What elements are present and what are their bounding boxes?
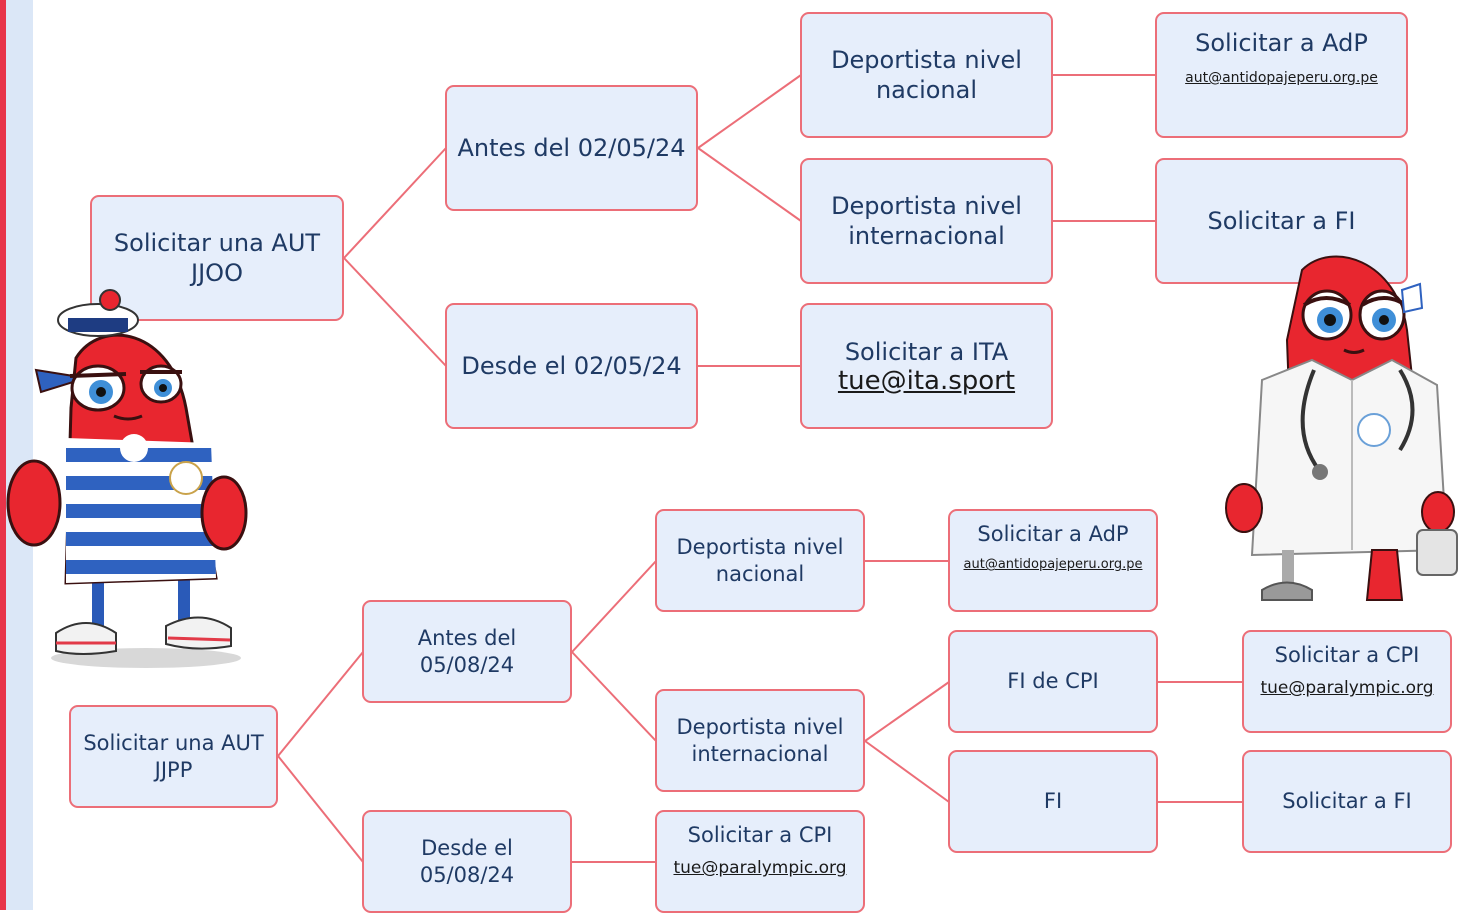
node-label: Solicitar a FI [1207,207,1356,235]
node-solicitar-adp: Solicitar a AdP aut@antidopajeperu.org.p… [948,509,1158,612]
node-solicitar-ita: Solicitar a ITA tue@ita.sport [800,303,1053,429]
node-label: Antes del 05/08/24 [417,626,517,677]
node-solicitar-cpi: Solicitar a CPI tue@paralympic.org [655,810,865,913]
connector [697,147,802,222]
node-label: Solicitar una AUT JJOO [113,229,321,287]
left-accent-blue-stripe [6,0,33,910]
node-deportista-nacional: Deportista nivel nacional [655,509,865,612]
node-label: FI de CPI [1007,669,1099,694]
node-antes-0205: Antes del 02/05/24 [445,85,698,211]
phryge-mascot-doctor-icon [1225,255,1458,601]
node-solicitar-adp: Solicitar a AdP aut@antidopajeperu.org.p… [1155,12,1408,138]
connector [864,681,950,742]
node-label: Solicitar a CPI [687,823,833,847]
connector [697,74,802,149]
connector [864,740,950,803]
node-label: Deportista nivel internacional [676,715,844,766]
phryge-mascot-sailor-icon [6,289,248,668]
node-label: Antes del 02/05/24 [457,134,686,162]
node-solicitar-aut-jjoo: Solicitar una AUT JJOO [90,195,344,321]
node-antes-0508: Antes del 05/08/24 [362,600,572,703]
node-label: Deportista nivel nacional [831,46,1022,104]
email-link[interactable]: tue@paralympic.org [1260,678,1434,699]
email-link[interactable]: tue@ita.sport [837,365,1016,396]
email-link[interactable]: aut@antidopajeperu.org.pe [1185,70,1378,86]
node-deportista-internacional: Deportista nivel internacional [800,158,1053,284]
node-fi-de-cpi: FI de CPI [948,630,1158,733]
node-desde-0508: Desde el 05/08/24 [362,810,572,913]
node-label: Deportista nivel nacional [676,535,844,586]
node-solicitar-aut-jjpp: Solicitar una AUT JJPP [69,705,278,808]
node-label: Solicitar a AdP [1195,29,1368,57]
connector [343,147,447,259]
node-solicitar-cpi: Solicitar a CPI tue@paralympic.org [1242,630,1452,733]
node-deportista-nacional: Deportista nivel nacional [800,12,1053,138]
connector [571,651,657,742]
email-link[interactable]: tue@paralympic.org [673,858,847,879]
connector [571,560,657,653]
node-fi: FI [948,750,1158,853]
node-desde-0205: Desde el 02/05/24 [445,303,698,429]
connector [277,651,364,757]
node-label: Solicitar a CPI [1274,643,1420,667]
node-label: Solicitar a AdP [977,522,1129,546]
node-solicitar-fi: Solicitar a FI [1155,158,1408,284]
connector [343,257,447,367]
node-deportista-internacional: Deportista nivel internacional [655,689,865,792]
node-label: Desde el 05/08/24 [419,836,515,887]
node-label: Solicitar una AUT JJPP [83,731,264,782]
node-solicitar-fi: Solicitar a FI [1242,750,1452,853]
email-link[interactable]: aut@antidopajeperu.org.pe [963,557,1143,573]
node-label: Deportista nivel internacional [831,192,1022,250]
left-accent-red-stripe [0,0,6,910]
node-label: Solicitar a ITA [844,337,1009,366]
node-label: Solicitar a FI [1282,789,1412,814]
node-label: FI [1043,789,1063,814]
connector [277,755,364,863]
node-label: Desde el 02/05/24 [461,352,682,380]
